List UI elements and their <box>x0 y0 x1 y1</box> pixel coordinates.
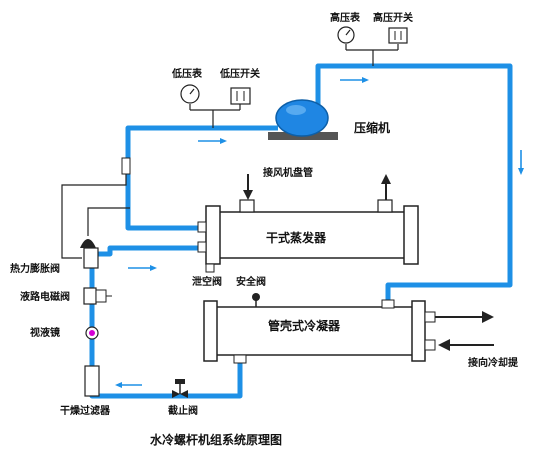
cooling-tower-connection-label: 接向冷却提 <box>468 356 519 369</box>
expansion-to-evaporator-pipe <box>92 245 207 257</box>
suction-pipe <box>125 125 278 231</box>
cooling-tower-connection: 接向冷却提 <box>435 311 519 369</box>
liquid-line-pipe <box>89 360 243 399</box>
high-pressure-tap <box>345 44 399 66</box>
equalizer-wire <box>87 207 130 236</box>
evaporator-label: 干式蒸发器 <box>266 230 327 245</box>
low-pressure-gauge: 低压表 <box>171 67 203 104</box>
low-pressure-switch-label: 低压开关 <box>219 67 260 80</box>
safety-valve-label: 安全阀 <box>236 275 266 288</box>
arrow-up-icon <box>381 174 391 184</box>
sensing-bulb-wire <box>61 172 127 259</box>
high-pressure-gauge-label: 高压表 <box>330 11 361 24</box>
air-coil-connection: 接风机盘管 <box>243 166 391 200</box>
thermal-expansion-valve-label: 热力膨胀阀 <box>10 262 60 275</box>
compressor-label: 压缩机 <box>354 120 390 135</box>
flow-arrow-expansion <box>128 265 157 271</box>
high-pressure-switch-label: 高压开关 <box>373 11 413 24</box>
discharge-pipe <box>315 63 513 302</box>
air-coil-connection-label: 接风机盘管 <box>263 166 313 179</box>
liquid-solenoid-valve: 液路电磁阀 <box>20 287 112 305</box>
stop-valve-label: 截止阀 <box>168 404 198 417</box>
flow-arrow-liquid-left <box>115 382 142 388</box>
flow-arrow-suction <box>198 138 227 144</box>
drain-valve: 泄空阀 <box>192 263 222 288</box>
sight-glass: 视液镜 <box>30 326 99 340</box>
high-pressure-switch: 高压开关 <box>373 11 413 44</box>
flow-arrow-discharge <box>340 77 369 83</box>
dryer-filter: 干燥过滤器 <box>60 365 111 417</box>
condenser-label: 管壳式冷凝器 <box>268 318 341 333</box>
arrow-left-icon <box>438 339 450 351</box>
evaporator: 干式蒸发器 <box>197 199 419 265</box>
low-pressure-gauge-label: 低压表 <box>171 67 203 80</box>
arrow-right-icon <box>482 311 494 323</box>
flow-arrows <box>115 77 524 388</box>
low-pressure-tap <box>189 104 241 128</box>
condenser: 管壳式冷凝器 <box>203 299 436 364</box>
liquid-solenoid-valve-label: 液路电磁阀 <box>20 290 70 303</box>
high-pressure-gauge: 高压表 <box>330 11 361 44</box>
thermal-expansion-valve: 热力膨胀阀 <box>10 157 131 275</box>
low-pressure-switch: 低压开关 <box>219 67 260 105</box>
refrigerant-piping <box>89 63 513 399</box>
diagram-caption: 水冷螺杆机组系统原理图 <box>150 432 282 447</box>
flow-arrow-down-right <box>518 150 524 175</box>
compressor-body <box>275 99 329 137</box>
dryer-filter-label: 干燥过滤器 <box>60 404 111 417</box>
arrow-down-icon <box>243 190 253 200</box>
sight-glass-label: 视液镜 <box>30 326 60 339</box>
safety-valve: 安全阀 <box>236 275 266 308</box>
compressor: 压缩机 <box>268 99 390 140</box>
control-wiring <box>61 44 399 259</box>
drain-valve-label: 泄空阀 <box>192 275 222 288</box>
stop-valve: 截止阀 <box>168 379 198 417</box>
